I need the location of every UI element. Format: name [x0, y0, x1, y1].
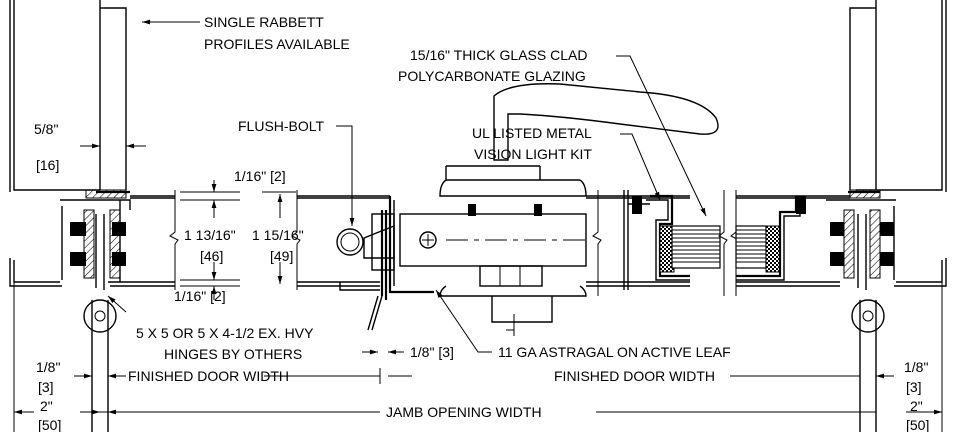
callout-single-rabbett: SINGLE RABBETT — [204, 14, 324, 30]
dim-door-thickness: 1 13/16" — [184, 227, 236, 243]
callout-ul-listed-line2: VISION LIGHT KIT — [474, 146, 592, 162]
callout-glass-clad-line2: POLYCARBONATE GLAZING — [398, 68, 586, 84]
dim-right-clearance-mm: [3] — [906, 379, 922, 395]
callout-profiles-available: PROFILES AVAILABLE — [204, 36, 350, 52]
flush-bolt-assembly — [336, 196, 434, 331]
dimension-lines — [13, 143, 943, 432]
callout-labels: SINGLE RABBETT PROFILES AVAILABLE 15/16"… — [136, 14, 731, 362]
right-frame — [826, 0, 947, 432]
leader-lines — [107, 19, 707, 353]
dim-left-clearance-mm: [3] — [38, 379, 54, 395]
vision-light-kit — [606, 190, 850, 296]
dim-top-gap: 1/16" [2] — [234, 168, 286, 184]
left-frame — [9, 0, 131, 432]
dim-door-thickness-mm: [46] — [200, 248, 223, 264]
callout-hinges-line1: 5 X 5 OR 5 X 4-1/2 EX. HVY — [136, 325, 314, 341]
dim-right-jamb-mm: [50] — [906, 417, 929, 432]
dim-rabbet-width-mm: [16] — [36, 157, 59, 173]
dim-frame-depth-mm: [49] — [270, 248, 293, 264]
callout-hinges-line2: HINGES BY OTHERS — [164, 346, 302, 362]
dim-bottom-gap: 1/16" [2] — [174, 288, 226, 304]
dim-jamb-opening-width: JAMB OPENING WIDTH — [386, 404, 542, 420]
dim-left-jamb: 2" — [40, 398, 53, 414]
dim-right-jamb: 2" — [910, 398, 923, 414]
callout-ul-listed-line1: UL LISTED METAL — [472, 125, 592, 141]
dim-right-clearance: 1/8" — [904, 359, 928, 375]
dim-left-clearance: 1/8" — [36, 359, 60, 375]
dimension-labels: 5/8" [16] 1/16" [2] 1 13/16" [46] 1 15/1… — [34, 121, 929, 432]
callout-glass-clad-line1: 15/16" THICK GLASS CLAD — [410, 47, 587, 63]
dim-finished-width-right: FINISHED DOOR WIDTH — [554, 368, 715, 384]
lever-lockset — [399, 83, 719, 336]
dim-astragal-gap: 1/8" [3] — [410, 344, 454, 360]
dim-frame-depth: 1 15/16" — [252, 227, 304, 243]
callout-astragal: 11 GA ASTRAGAL ON ACTIVE LEAF — [498, 344, 731, 360]
dim-finished-width-left: FINISHED DOOR WIDTH — [128, 368, 289, 384]
left-door-leaf — [108, 190, 390, 290]
callout-flush-bolt: FLUSH-BOLT — [238, 118, 325, 134]
dim-rabbet-width: 5/8" — [34, 121, 58, 137]
dim-left-jamb-mm: [50] — [38, 417, 61, 432]
